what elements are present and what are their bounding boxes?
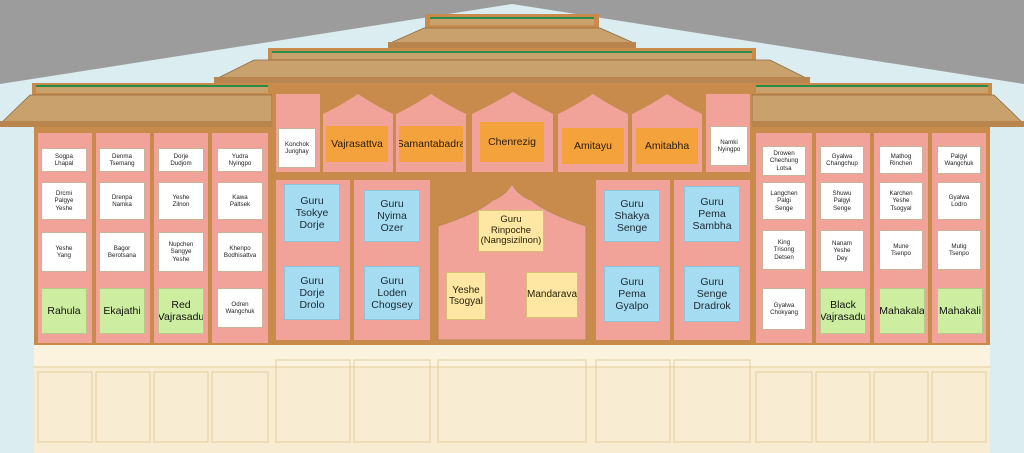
base-panels [37,359,987,443]
label-mandarava: Mandarava [526,272,578,318]
label-amitabha: Amitabha [636,128,698,164]
second-tier-roof [213,48,811,83]
label-samantabadra: Samantabadra [399,126,463,162]
label-chenrezig: Chenrezig [480,122,544,162]
label-mahakali: Mahakali [937,288,983,334]
label-rahula: Rahula [41,288,87,334]
label-vajrasattva: Vajrasattva [326,126,388,162]
label-amitayu: Amitayu [562,128,624,164]
top-tier-roof [387,14,637,48]
label-mahakala: Mahakala [879,288,925,334]
left-wing-roof [0,83,273,127]
right-wing-roof [751,83,1024,127]
label-ekajathi: Ekajathi [99,288,145,334]
